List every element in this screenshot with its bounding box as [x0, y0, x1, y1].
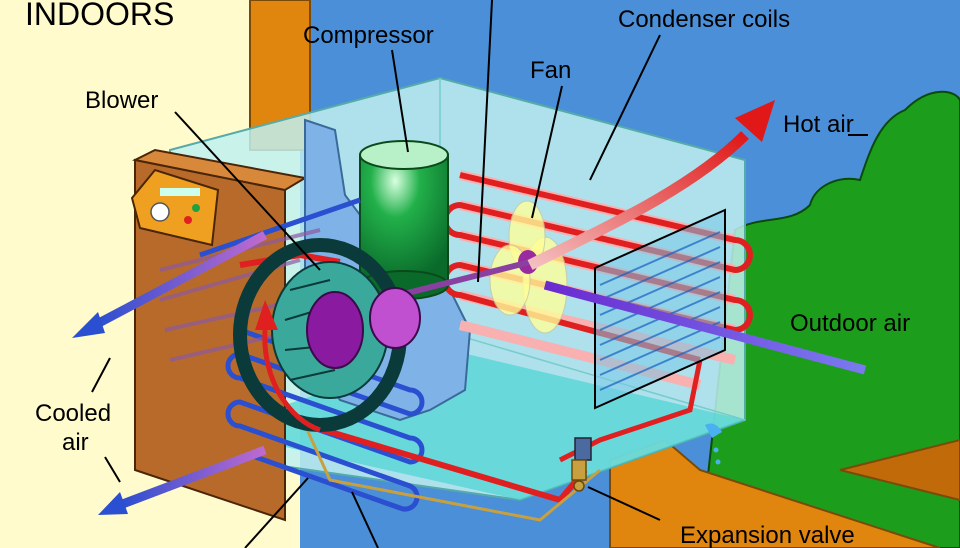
cooled-air-arrows: [72, 231, 268, 515]
expansion-valve: [571, 437, 592, 492]
thermostat-dial: [150, 202, 170, 222]
label-indoors: INDOORS: [25, 0, 174, 32]
label-outdoor-air: Outdoor air: [790, 310, 910, 337]
label-fan: Fan: [530, 57, 571, 84]
trees: [698, 90, 960, 548]
label-compressor: Compressor: [303, 22, 434, 49]
labels: INDOORS Compressor Condenser coils Fan B…: [25, 0, 910, 548]
blower: [233, 238, 421, 432]
control-panel: [130, 168, 220, 247]
label-condenser-coils: Condenser coils: [618, 6, 790, 33]
label-hot-air: Hot air: [783, 111, 854, 138]
water-drip: [705, 423, 722, 465]
blower-airflow-arrow: [255, 300, 321, 433]
leader-lines: [91, 0, 868, 548]
label-expansion-valve: Expansion valve: [680, 522, 855, 548]
hot-air-arrow: [527, 100, 775, 270]
label-cooled-air-line2: air: [62, 429, 89, 456]
label-blower: Blower: [85, 87, 158, 114]
outdoor-air-arrow: [543, 280, 867, 375]
condenser-grille: [594, 208, 726, 410]
blower-motor: [306, 291, 364, 369]
label-cooled-air-line1: Cooled: [35, 400, 111, 427]
